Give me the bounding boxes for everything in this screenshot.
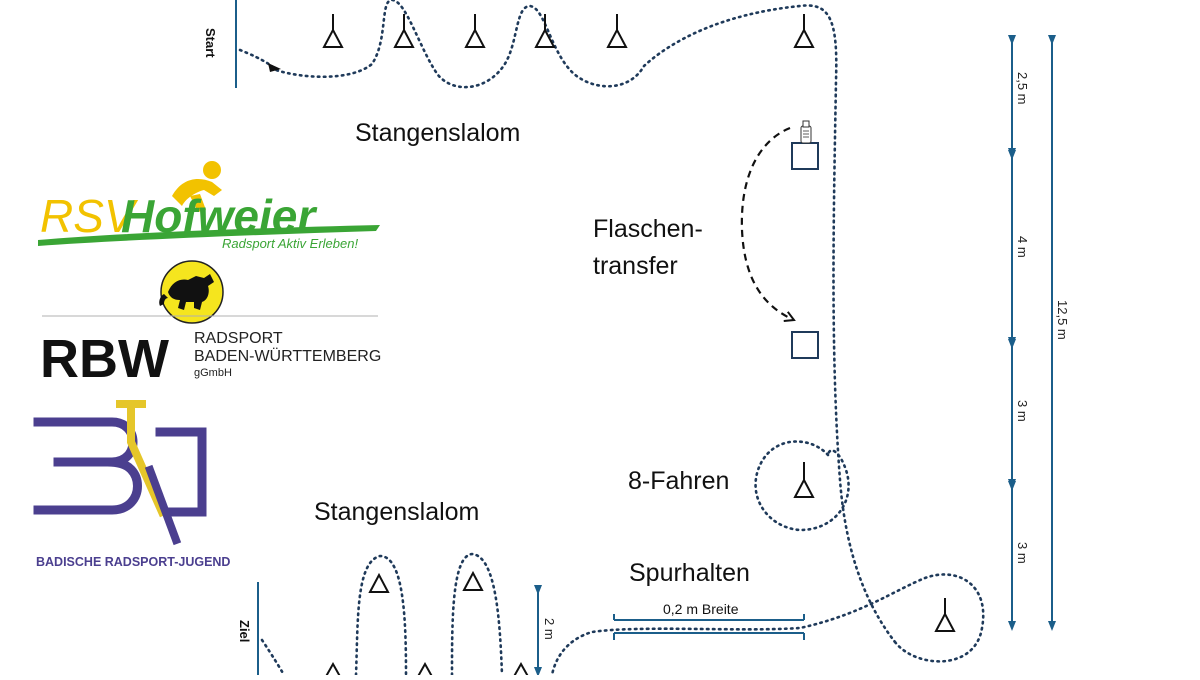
label-flaschentransfer: Flaschen- transfer (593, 214, 753, 283)
rbw-short-text: RBW (40, 329, 169, 389)
label-acht-fahren: 8-Fahren (628, 467, 730, 495)
pole-icon (793, 14, 815, 48)
pole-icon (414, 661, 436, 680)
pole-icon (462, 570, 484, 591)
pole-icon (606, 14, 628, 48)
label-flaschen-line2: transfer (593, 252, 678, 281)
flaschentransfer-arrow (740, 126, 794, 320)
pole-icon (368, 572, 390, 593)
pole-icons-top (322, 14, 956, 632)
slalom-bottom-path (260, 552, 504, 677)
dim-label-3m-a: 3 m (1015, 400, 1030, 422)
ziel-label: Ziel (237, 620, 252, 643)
bottle-box-top (791, 142, 819, 170)
label-slalom-bottom: Stangenslalom (314, 498, 480, 526)
dim-label-slalom-gap: 2 m (542, 618, 557, 640)
brj-emblem (33, 400, 207, 546)
pole-icon (464, 14, 486, 48)
dimension-lines (1008, 35, 1056, 631)
label-flaschen-line1: Flaschen- (593, 215, 703, 243)
pole-icon (934, 598, 956, 632)
bottle-icon (800, 120, 812, 144)
rbw-line2: BADEN-WÜRTTEMBERG (194, 347, 381, 365)
dim-label-2-5m: 2,5 m (1015, 72, 1030, 105)
brj-logo: BADISCHE RADSPORT-JUGEND (33, 400, 230, 569)
label-spurhalten: Spurhalten (629, 559, 750, 587)
dim-label-3m-b: 3 m (1015, 542, 1030, 564)
spurhalten-loop (550, 573, 985, 677)
rbw-logo: RBW RADSPORT BADEN-WÜRTTEMBERG gGmbH (40, 260, 381, 389)
brj-name: BADISCHE RADSPORT-JUGEND (36, 555, 230, 569)
pole-icon (322, 14, 344, 48)
rsv-text: RSV (40, 190, 139, 242)
start-arrowhead (268, 63, 281, 72)
pole-icon (322, 661, 344, 680)
rsv-slogan: Radsport Aktiv Erleben! (222, 236, 358, 251)
rsv-swoosh (38, 225, 380, 246)
dim-label-4m: 4 m (1015, 236, 1030, 258)
pole-icon (534, 14, 556, 48)
course-path (238, 0, 897, 644)
start-label: Start (203, 28, 218, 58)
bottle-box-bottom (791, 331, 819, 359)
rsv-hofweier-logo: RSV Hofweier Radsport Aktiv Erleben! (38, 161, 380, 251)
pole-icon (793, 462, 815, 498)
label-slalom-top: Stangenslalom (355, 119, 521, 147)
lion-icon (159, 274, 214, 310)
label-breite: 0,2 m Breite (663, 601, 739, 617)
dim-label-total: 12,5 m (1055, 300, 1070, 340)
rbw-line3: gGmbH (194, 367, 232, 379)
pole-icon (510, 661, 532, 680)
rbw-line1: RADSPORT (194, 330, 283, 347)
cyclist-icon (172, 161, 222, 212)
pole-icon (393, 14, 415, 48)
